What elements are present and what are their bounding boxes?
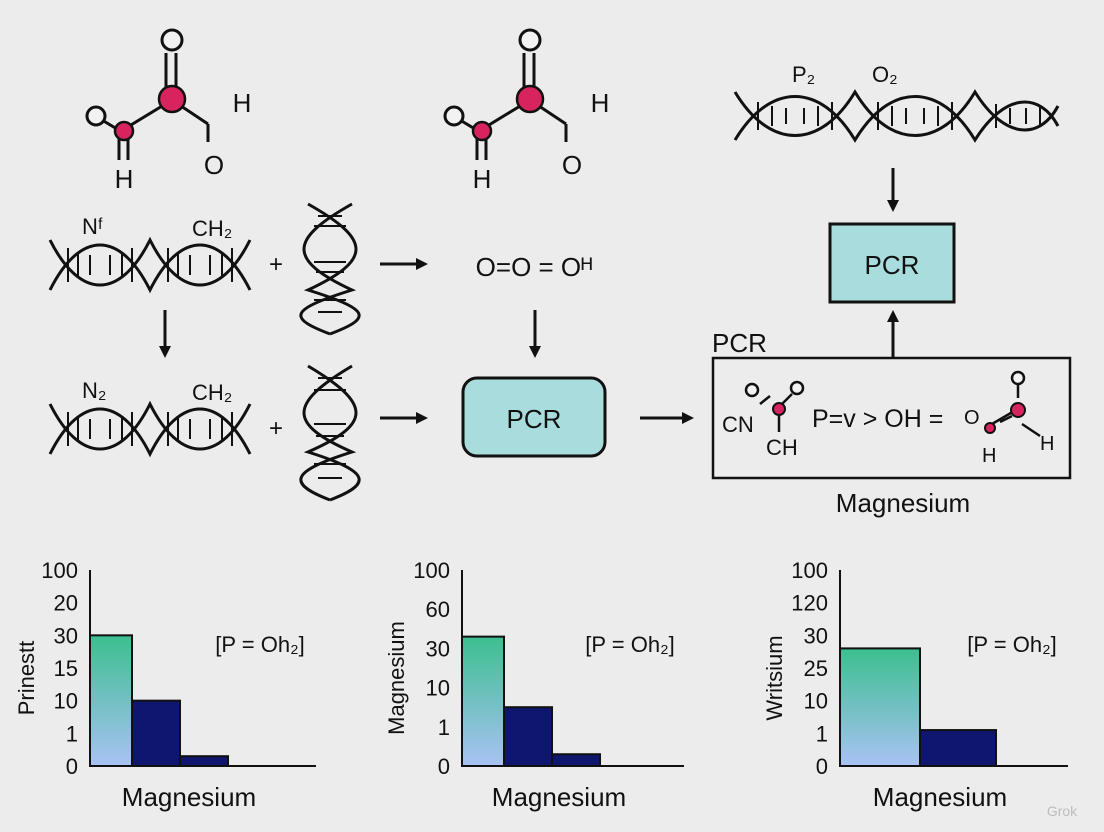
carbon-atom bbox=[471, 120, 493, 142]
y-tick-label: 120 bbox=[791, 591, 828, 616]
arrow-right bbox=[380, 258, 428, 270]
arrow-up bbox=[887, 310, 899, 358]
bar-2 bbox=[919, 729, 997, 767]
molecule-1-o-right: O bbox=[204, 150, 224, 180]
y-tick-label: 1 bbox=[816, 721, 828, 746]
bar-3 bbox=[179, 755, 229, 768]
bar-1 bbox=[461, 635, 505, 768]
panel-molecule-right bbox=[984, 370, 1041, 438]
x-axis-label: Magnesium bbox=[492, 782, 626, 812]
y-tick-label: 100 bbox=[41, 558, 78, 583]
y-tick-label: 20 bbox=[54, 591, 78, 616]
oxygen-atom bbox=[85, 105, 107, 127]
dna-row1-left-label: Nᶠ bbox=[82, 214, 103, 239]
plus-sign: + bbox=[269, 251, 283, 278]
panel-equation: P=v > OH = bbox=[812, 405, 943, 433]
oxygen-atom bbox=[518, 28, 542, 52]
arrow-right bbox=[380, 412, 428, 424]
chart-annotation: [P = Oh₂] bbox=[215, 632, 304, 657]
molecule-1 bbox=[85, 28, 210, 160]
panel-ch-label: CH bbox=[766, 435, 798, 460]
molecule-2-h-right: H bbox=[591, 88, 610, 118]
y-tick-label: 100 bbox=[413, 558, 450, 583]
arrow-down bbox=[887, 168, 899, 212]
panel-h-left: H bbox=[982, 445, 996, 467]
carbon-atom bbox=[515, 84, 545, 114]
oxygen-atom bbox=[443, 105, 465, 127]
y-tick-label: 1 bbox=[66, 721, 78, 746]
bar-1 bbox=[89, 634, 133, 767]
y-axis-label: Writsium bbox=[762, 635, 787, 720]
dna-helix-horizontal-row1 bbox=[48, 236, 252, 294]
grok-watermark: Grok bbox=[1047, 803, 1078, 819]
panel-h-right: H bbox=[1040, 433, 1054, 455]
y-tick-label: 15 bbox=[54, 656, 78, 681]
y-tick-label: 0 bbox=[66, 754, 78, 779]
dna-top-right-label-1: P₂ bbox=[792, 62, 815, 87]
dna-row2-right-label: CH₂ bbox=[192, 380, 232, 405]
oxygen-formula: O=O = Oᴴ bbox=[476, 252, 593, 282]
y-tick-label: 60 bbox=[426, 597, 450, 622]
carbon-atom bbox=[157, 84, 187, 114]
arrow-down bbox=[529, 310, 541, 358]
dna-helix-vertical-row1 bbox=[299, 202, 361, 336]
molecule-1-h-right: H bbox=[233, 88, 252, 118]
y-tick-label: 30 bbox=[426, 636, 450, 661]
y-tick-label: 10 bbox=[54, 689, 78, 714]
panel-o-label: O bbox=[964, 407, 980, 429]
panel-cn-label: CN bbox=[722, 412, 754, 437]
x-axis-label: Magnesium bbox=[873, 782, 1007, 812]
pcr-box-middle bbox=[461, 376, 607, 458]
dna-row1-right-label: CH₂ bbox=[192, 216, 232, 241]
x-axis-label: Magnesium bbox=[122, 782, 256, 812]
y-tick-label: 10 bbox=[804, 689, 828, 714]
y-tick-label: 1 bbox=[438, 715, 450, 740]
bar-2 bbox=[131, 699, 181, 768]
pcr-box-top bbox=[828, 222, 956, 304]
molecule-2-o-right: O bbox=[562, 150, 582, 180]
oxygen-atom bbox=[160, 28, 184, 52]
molecule-2 bbox=[443, 28, 568, 160]
dna-helix-vertical-row2 bbox=[299, 364, 361, 502]
pcr-panel-frame bbox=[711, 356, 1072, 480]
pcr-box-top-label: PCR bbox=[865, 250, 920, 280]
y-tick-label: 25 bbox=[804, 656, 828, 681]
y-tick-label: 30 bbox=[54, 623, 78, 648]
bar-2 bbox=[503, 706, 553, 768]
molecule-2-h-bottom: H bbox=[473, 164, 492, 194]
carbon-atom bbox=[113, 120, 135, 142]
pcr-panel-caption: Magnesium bbox=[836, 488, 970, 518]
chart-annotation: [P = Oh₂] bbox=[585, 632, 674, 657]
y-tick-label: 0 bbox=[816, 754, 828, 779]
pcr-box-middle-label: PCR bbox=[507, 404, 562, 434]
pcr-panel-title: PCR bbox=[712, 328, 767, 358]
dna-helix-top-right bbox=[733, 89, 1060, 143]
y-tick-label: 0 bbox=[438, 754, 450, 779]
y-axis-label: Magnesium bbox=[384, 621, 409, 735]
y-tick-label: 100 bbox=[791, 558, 828, 583]
bar-3 bbox=[551, 753, 601, 767]
arrow-right bbox=[640, 412, 694, 424]
dna-helix-horizontal-row2 bbox=[48, 400, 252, 458]
bar-1 bbox=[839, 647, 921, 768]
y-axis-label: Prinestt bbox=[14, 641, 39, 716]
dna-row2-left-label: N₂ bbox=[82, 378, 106, 403]
dna-top-right-label-2: O₂ bbox=[872, 62, 898, 87]
y-tick-label: 10 bbox=[426, 676, 450, 701]
y-tick-label: 30 bbox=[804, 623, 828, 648]
molecule-1-h-bottom: H bbox=[115, 164, 134, 194]
panel-molecule-left bbox=[744, 380, 805, 432]
plus-sign: + bbox=[269, 415, 283, 442]
arrow-down bbox=[159, 310, 171, 358]
chart-annotation: [P = Oh₂] bbox=[967, 632, 1056, 657]
